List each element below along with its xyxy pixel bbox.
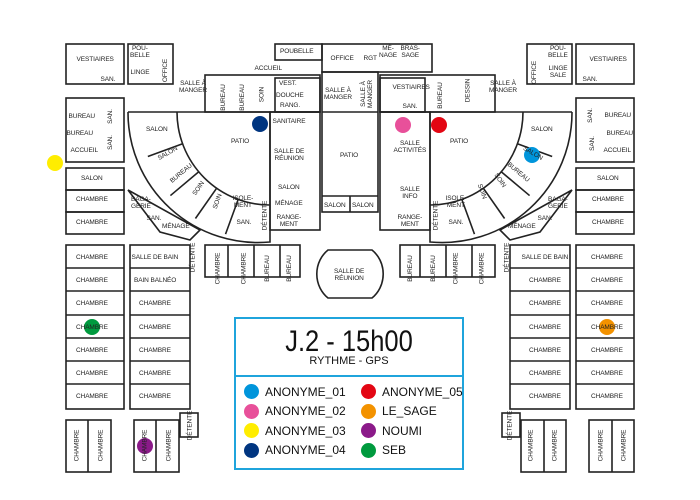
wall xyxy=(461,199,476,235)
wall xyxy=(575,211,635,235)
wall xyxy=(65,97,125,163)
wall xyxy=(179,412,199,438)
person-marker-seb[interactable] xyxy=(84,319,100,335)
legend-color-dot-icon xyxy=(244,384,259,399)
wall xyxy=(399,244,496,278)
wall xyxy=(127,189,202,241)
wall xyxy=(575,97,635,163)
legend-item: ANONYME_01 xyxy=(244,384,346,399)
wall xyxy=(575,43,635,85)
page-title: J.2 - 15h00 xyxy=(285,325,413,358)
legend-item: ANONYME_02 xyxy=(244,403,346,419)
wall xyxy=(65,244,125,410)
legend-item: NOUMI xyxy=(361,423,422,438)
wall xyxy=(147,143,183,158)
wall xyxy=(176,111,271,206)
legend-label: ANONYME_05 xyxy=(382,384,463,399)
legend-label: ANONYME_03 xyxy=(265,423,346,438)
legend-color-dot-icon xyxy=(244,442,259,458)
wall xyxy=(526,43,573,85)
wall xyxy=(127,43,174,85)
wall xyxy=(429,111,524,206)
legend-label: LE_SAGE xyxy=(382,404,437,418)
legend-label: ANONYME_01 xyxy=(265,384,346,399)
legend-color-dot-icon xyxy=(244,423,259,438)
wall xyxy=(169,171,200,197)
legend-label: ANONYME_02 xyxy=(265,404,346,418)
wall xyxy=(575,244,635,410)
wall xyxy=(65,211,125,235)
wall xyxy=(501,412,521,438)
legend-item: SEB xyxy=(361,442,407,458)
legend-label: NOUMI xyxy=(382,423,422,438)
legend-label: ANONYME_04 xyxy=(265,443,346,457)
legend-item: ANONYME_05 xyxy=(361,384,463,399)
wall xyxy=(274,43,323,61)
person-marker-anonyme_04[interactable] xyxy=(252,116,268,132)
person-marker-anonyme_05[interactable] xyxy=(431,117,447,133)
legend-color-dot-icon xyxy=(361,442,376,458)
legend-item: ANONYME_03 xyxy=(244,423,346,438)
legend-label: SEB xyxy=(382,443,407,457)
person-marker-anonyme_01[interactable] xyxy=(524,147,540,163)
legend-item: ANONYME_04 xyxy=(244,442,346,458)
person-marker-anonyme_02[interactable] xyxy=(395,117,411,133)
person-marker-noumi[interactable] xyxy=(137,438,153,454)
legend-divider xyxy=(236,375,462,377)
person-marker-anonyme_03[interactable] xyxy=(47,155,63,171)
legend-color-dot-icon xyxy=(244,403,259,419)
wall xyxy=(127,111,271,244)
wall xyxy=(224,199,239,235)
wall xyxy=(498,189,573,241)
wall xyxy=(204,244,301,278)
wall xyxy=(429,111,573,244)
wall xyxy=(65,43,125,85)
legend-item: LE_SAGE xyxy=(361,403,437,419)
legend-color-dot-icon xyxy=(361,423,376,438)
wall xyxy=(194,187,218,219)
legend-color-dot-icon xyxy=(361,384,376,399)
subtitle: RYTHME - GPS xyxy=(309,355,389,367)
legend-color-dot-icon xyxy=(361,403,376,419)
wall xyxy=(500,171,531,197)
wall xyxy=(509,244,571,410)
person-marker-le_sage[interactable] xyxy=(599,319,615,335)
wall xyxy=(482,187,506,219)
wall xyxy=(316,249,384,299)
wall xyxy=(129,244,191,410)
